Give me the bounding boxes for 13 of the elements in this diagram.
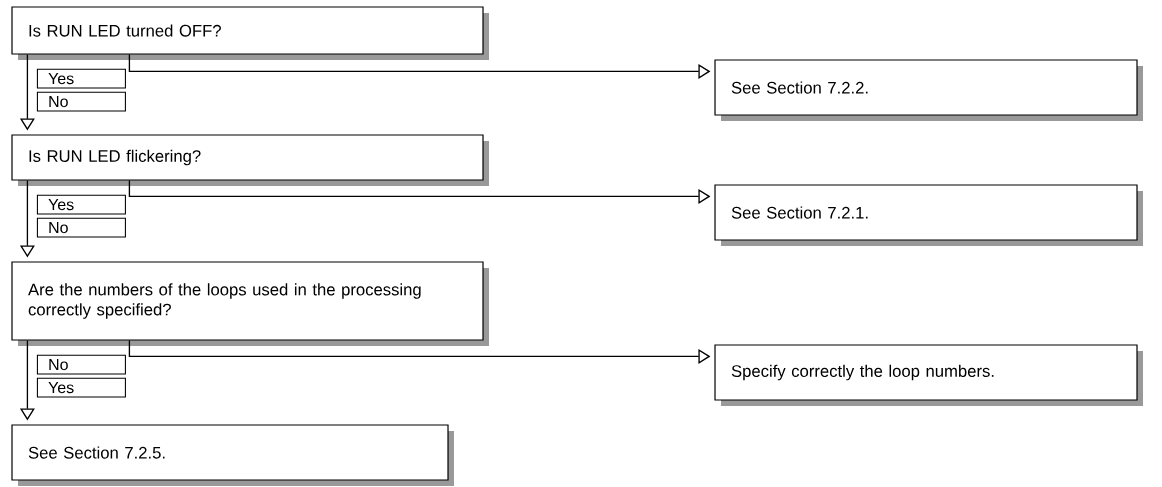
process-box: Are the numbers of the loops used in the processing correctly specified? <box>11 261 489 346</box>
process-box: Specify correctly the loop numbers. <box>714 344 1143 406</box>
process-box: See Section 7.2.1. <box>714 184 1143 246</box>
process-box: Is RUN LED flickering? <box>11 134 489 186</box>
edge-label: No <box>36 354 126 375</box>
edge-label: No <box>36 217 126 238</box>
edge-label: Yes <box>36 377 126 398</box>
process-box: See Section 7.2.5. <box>11 424 454 486</box>
process-box: See Section 7.2.2. <box>714 59 1143 121</box>
edge-label: Yes <box>36 68 126 89</box>
process-box: Is RUN LED turned OFF? <box>11 6 489 60</box>
edge-label: No <box>36 91 126 112</box>
edge-label: Yes <box>36 194 126 215</box>
